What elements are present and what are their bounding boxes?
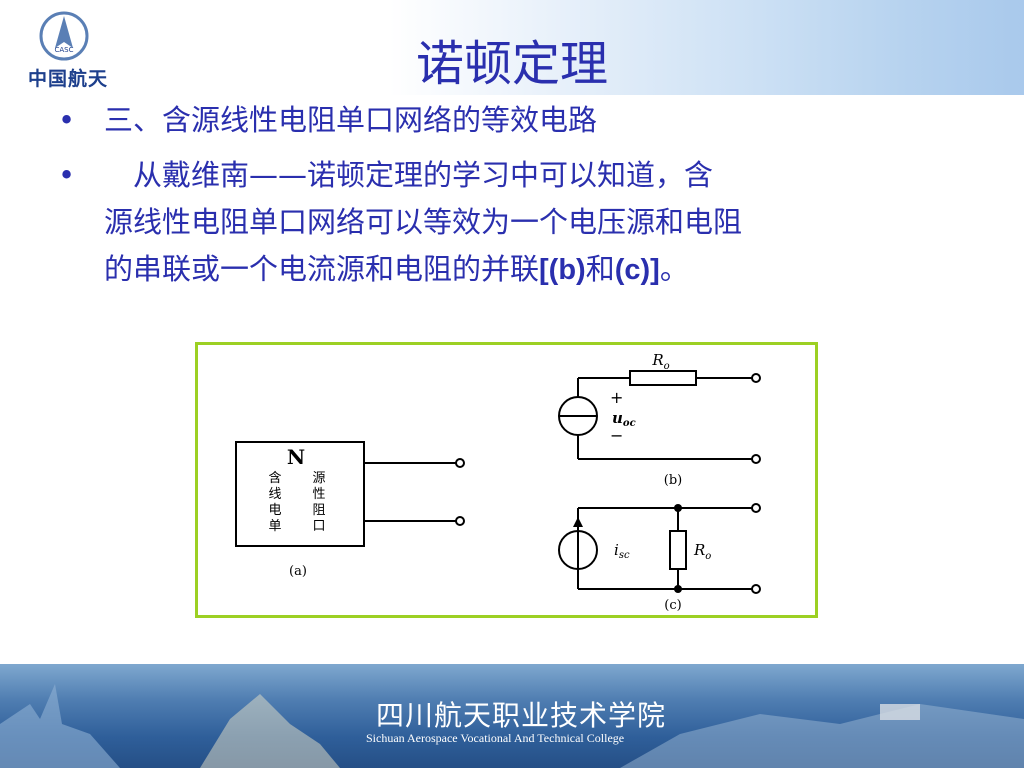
box-char: 含 [268, 470, 281, 486]
label-a: (a) [289, 564, 307, 579]
footer-scenery [0, 684, 1024, 768]
box-char: 阻 [312, 503, 325, 518]
bullet-2-line-3: 的串联或一个电流源和电阻的并联[(b)和(c)]。 [104, 246, 988, 294]
label-b: (b) [664, 473, 682, 488]
logo-emblem-text: CASC [54, 46, 73, 54]
resistor-b [629, 370, 697, 386]
box-char: 电 [268, 503, 281, 518]
bullet-dot: • [58, 103, 76, 137]
source-c-label: isc [614, 541, 630, 561]
plus-sign: + [610, 388, 623, 407]
label-c: (c) [664, 598, 681, 613]
resistor-c [669, 530, 687, 570]
terminal-b-top [751, 373, 761, 383]
ref-and: 和 [585, 252, 615, 286]
bullet-list: • 三、含源线性电阻单口网络的等效电路 • 从戴维南——诺顿定理的学习中可以知道… [58, 96, 988, 294]
header-bar: CASC 中国航天 诺顿定理 [0, 0, 1024, 95]
terminal-c-bottom [751, 584, 761, 594]
circuit-figure: N 含 线 电 单 源 性 阻 口 (a) Ro + − uoc (b) [195, 342, 818, 618]
bullet-2-line-1: 从戴维南——诺顿定理的学习中可以知道，含 [104, 158, 714, 192]
network-letter: N [287, 445, 305, 469]
footer-college-name: 四川航天职业技术学院 [376, 699, 667, 732]
resistor-b-label: Ro [651, 351, 669, 372]
bullet-2-line-2: 源线性电阻单口网络可以等效为一个电压源和电阻 [104, 205, 743, 239]
footer-college-name-en: Sichuan Aerospace Vocational And Technic… [366, 731, 625, 745]
circuit-diagram: N 含 线 电 单 源 性 阻 口 (a) Ro + − uoc (b) [235, 351, 761, 613]
box-char: 口 [312, 519, 325, 534]
casc-logo: CASC [39, 11, 89, 61]
terminal-c-top [751, 503, 761, 513]
terminal-a-top [455, 458, 465, 468]
bullet-2-line-3-text: 的串联或一个电流源和电阻的并联 [104, 252, 540, 286]
box-char: 单 [268, 519, 281, 534]
box-char: 线 [268, 487, 281, 502]
bullet-item-2: • 从戴维南——诺顿定理的学习中可以知道，含 源线性电阻单口网络可以等效为一个电… [58, 152, 988, 294]
bullet-item-1: • 三、含源线性电阻单口网络的等效电路 [58, 96, 988, 144]
minus-sign: − [610, 426, 623, 445]
footer-banner: 四川航天职业技术学院 Sichuan Aerospace Vocational … [0, 664, 1024, 768]
ref-c: (c)] [614, 254, 660, 286]
logo-brand-text: 中国航天 [27, 68, 108, 90]
box-char: 源 [312, 471, 325, 486]
network-box [235, 441, 365, 547]
page-title: 诺顿定理 [415, 36, 608, 92]
terminal-a-bottom [455, 516, 465, 526]
source-b-label: uoc [612, 409, 636, 429]
current-arrow-head [573, 517, 583, 527]
ref-period: 。 [659, 252, 689, 286]
ref-b: [(b) [539, 254, 586, 286]
box-char: 性 [312, 487, 325, 502]
bullet-text-1: 三、含源线性电阻单口网络的等效电路 [104, 103, 598, 137]
resistor-c-label: Ro [693, 541, 711, 562]
bullet-dot: • [58, 158, 76, 192]
terminal-b-bottom [751, 454, 761, 464]
